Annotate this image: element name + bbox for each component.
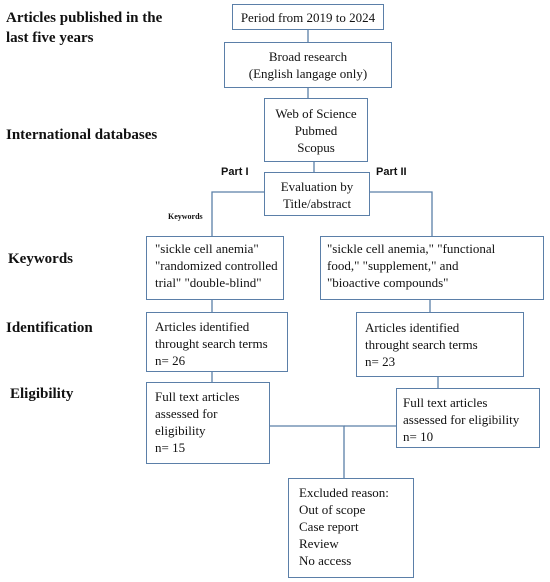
label-international-databases: International databases	[6, 127, 158, 143]
label-eligibility: Eligibility	[10, 386, 74, 402]
label-part-2: Part II	[376, 166, 407, 178]
box-keywords-part1: "sickle cell anemia" "randomized control…	[146, 236, 284, 300]
box-eligibility-part2: Full text articles assessed for eligibil…	[396, 388, 540, 448]
label-articles-published: Articles published in the last five year…	[6, 10, 163, 46]
label-identification: Identification	[6, 320, 93, 336]
connector-evaluation-left	[211, 191, 264, 236]
box-period: Period from 2019 to 2024	[232, 4, 384, 30]
box-identification-part2: Articles identified throught search term…	[356, 312, 524, 377]
box-identification-part1: Articles identified throught search term…	[146, 312, 288, 372]
label-keywords: Keywords	[8, 251, 73, 267]
connector-evaluation-right	[370, 191, 433, 236]
label-part-1: Part I	[221, 166, 249, 178]
box-evaluation: Evaluation by Title/abstract	[264, 172, 370, 216]
box-broad-research: Broad research (English langage only)	[224, 42, 392, 88]
box-eligibility-part1: Full text articles assessed for eligibil…	[146, 382, 270, 464]
connector-eligleft-excluded	[270, 425, 345, 478]
box-excluded-reasons: Excluded reason: Out of scope Case repor…	[288, 478, 414, 578]
box-databases: Web of Science Pubmed Scopus	[264, 98, 368, 162]
label-keywords-small: Keywords	[168, 212, 203, 221]
box-keywords-part2: "sickle cell anemia," "functional food,"…	[320, 236, 544, 300]
